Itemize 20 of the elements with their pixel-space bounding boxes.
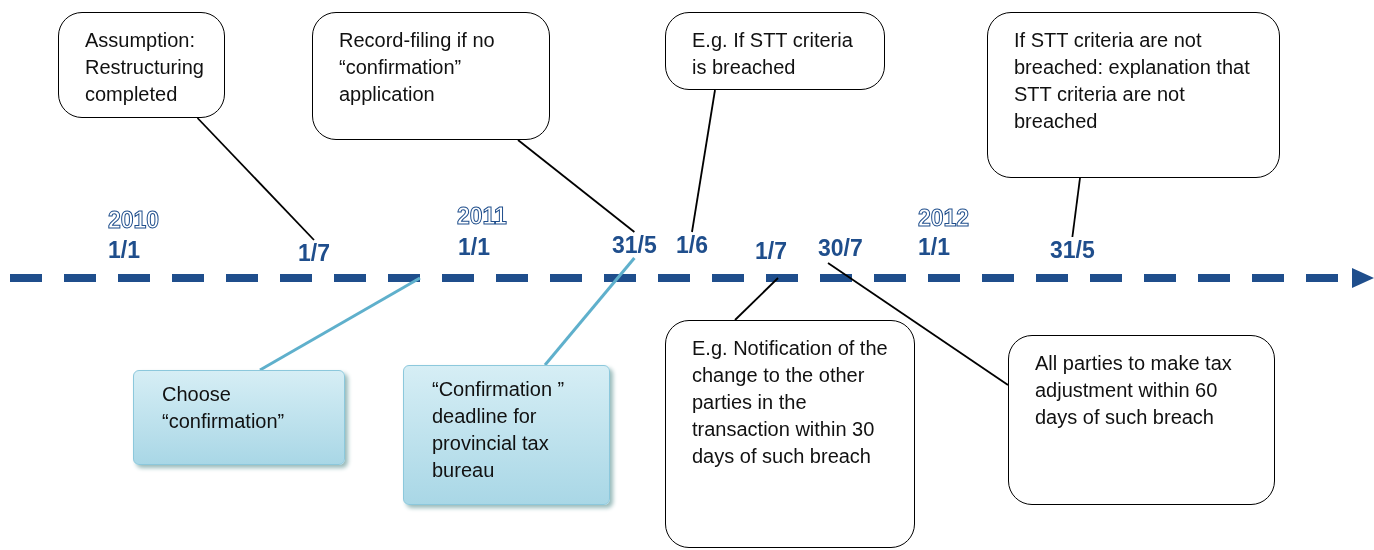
date-label: 1/6 <box>676 232 708 258</box>
date-label: 1/7 <box>298 240 330 266</box>
date-label: 1/7 <box>755 238 787 264</box>
year-label: 2012 <box>918 205 970 231</box>
date-label: 1/1 <box>918 234 950 260</box>
year-label: 2010 <box>108 207 160 233</box>
callout-box: All parties to make tax adjustment within 60 days of such breach <box>1008 335 1275 505</box>
callout-box: “Confirmation ” deadline for provincial tax bureau <box>403 365 610 505</box>
date-label: 31/5 <box>1050 237 1095 263</box>
callout-box: Choose “confirmation” <box>133 370 345 465</box>
callout-box: E.g. Notification of the change to the other parties in the transaction within 30 days of such breach <box>665 320 915 548</box>
callout-box: E.g. If STT criteria is breached <box>665 12 885 90</box>
date-label: 1/1 <box>458 234 490 260</box>
callout-box: Assumption: Restructuring completed <box>58 12 225 118</box>
date-label: 31/5 <box>612 232 657 258</box>
callout-box: If STT criteria are not breached: explanation that STT criteria are not breached <box>987 12 1280 178</box>
date-label: 1/1 <box>108 237 140 263</box>
callout-box: Record-filing if no “confirmation” application <box>312 12 550 140</box>
year-label: 2011 <box>457 203 507 229</box>
date-label: 30/7 <box>818 235 863 261</box>
